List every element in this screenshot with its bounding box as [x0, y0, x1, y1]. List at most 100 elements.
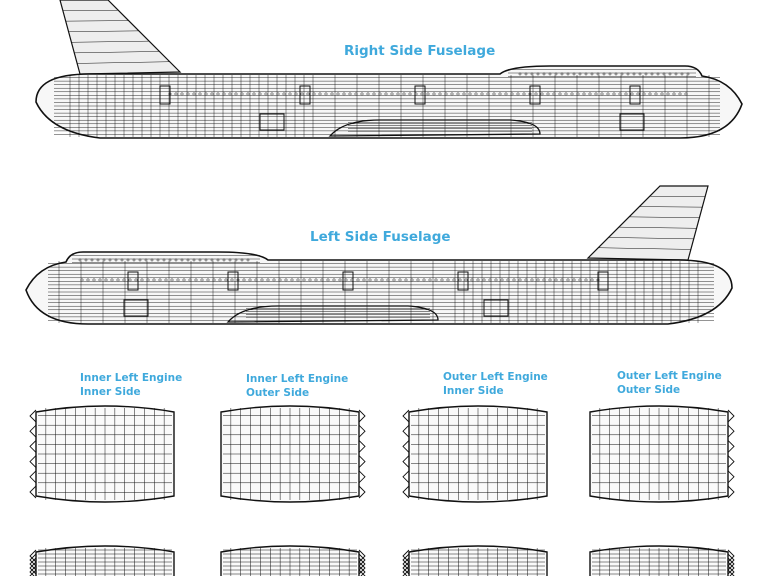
chevron	[402, 553, 410, 567]
chevron	[402, 561, 410, 575]
upper-window	[536, 72, 540, 76]
window	[548, 278, 552, 282]
tail-fin	[586, 185, 709, 261]
door	[629, 85, 641, 105]
window	[536, 278, 540, 282]
wing-fairing	[328, 119, 541, 137]
window	[252, 92, 256, 96]
chevron	[358, 561, 366, 575]
chevron	[29, 561, 37, 575]
upper-window	[524, 72, 528, 76]
chevron	[29, 569, 37, 576]
tail-fin-line	[598, 247, 691, 250]
window	[516, 92, 520, 96]
window	[374, 278, 378, 282]
window	[518, 278, 522, 282]
engine-label-line1: Inner Left Engine	[80, 372, 183, 384]
chevron	[358, 455, 366, 468]
engine-panels	[29, 405, 735, 576]
chevron	[29, 455, 37, 468]
window	[570, 92, 574, 96]
upper-window	[180, 258, 184, 262]
window	[80, 278, 84, 282]
cargo-door	[259, 113, 285, 131]
upper-window	[686, 72, 690, 76]
window	[170, 278, 174, 282]
window	[300, 92, 304, 96]
upper-window	[596, 72, 600, 76]
window	[266, 278, 270, 282]
upper-window	[138, 258, 142, 262]
window	[222, 92, 226, 96]
window	[618, 92, 622, 96]
window	[464, 278, 468, 282]
window	[242, 278, 246, 282]
window	[476, 278, 480, 282]
window	[452, 278, 456, 282]
window	[362, 278, 366, 282]
tail-fin-line	[68, 30, 139, 32]
left-fuselage-label: Left Side Fuselage	[310, 229, 451, 245]
upper-window	[210, 258, 214, 262]
window	[204, 92, 208, 96]
door	[529, 85, 541, 105]
chevron	[358, 565, 366, 576]
chevron	[727, 470, 735, 484]
window	[302, 278, 306, 282]
door	[597, 271, 609, 291]
chevron	[402, 569, 410, 576]
window	[600, 92, 604, 96]
window	[522, 92, 526, 96]
upper-window	[632, 72, 636, 76]
window	[188, 278, 192, 282]
upper-window	[638, 72, 642, 76]
chevron	[727, 549, 735, 563]
window	[642, 92, 646, 96]
window	[558, 92, 562, 96]
window	[380, 278, 384, 282]
chevron	[727, 409, 735, 423]
window	[462, 92, 466, 96]
window	[174, 92, 178, 96]
door	[299, 85, 311, 105]
window	[486, 92, 490, 96]
chevron	[29, 470, 37, 484]
window	[678, 92, 682, 96]
window	[552, 92, 556, 96]
chevron	[727, 569, 735, 576]
chevron	[727, 561, 735, 575]
window	[288, 92, 292, 96]
window	[648, 92, 652, 96]
window	[402, 92, 406, 96]
upper-window	[216, 258, 220, 262]
window	[630, 92, 634, 96]
window	[116, 278, 120, 282]
upper-window	[108, 258, 112, 262]
window	[542, 278, 546, 282]
upper-window	[656, 72, 660, 76]
window	[390, 92, 394, 96]
window	[324, 92, 328, 96]
window	[98, 278, 102, 282]
upper-window	[662, 72, 666, 76]
window	[320, 278, 324, 282]
tail-fin-line	[74, 51, 160, 54]
window	[530, 278, 534, 282]
window	[176, 278, 180, 282]
upper-window	[132, 258, 136, 262]
door	[457, 271, 469, 291]
upper-window	[102, 258, 106, 262]
window	[672, 92, 676, 96]
window	[546, 92, 550, 96]
window	[482, 278, 486, 282]
window	[224, 278, 228, 282]
tail-fin-line	[65, 20, 129, 22]
upper-window	[530, 72, 534, 76]
window	[270, 92, 274, 96]
upper-window	[114, 258, 118, 262]
upper-window	[204, 258, 208, 262]
window	[248, 278, 252, 282]
chevron	[727, 440, 735, 453]
window	[296, 278, 300, 282]
engine-label-inner-left-outer-side: Inner Left Engine Outer Side	[246, 372, 348, 400]
